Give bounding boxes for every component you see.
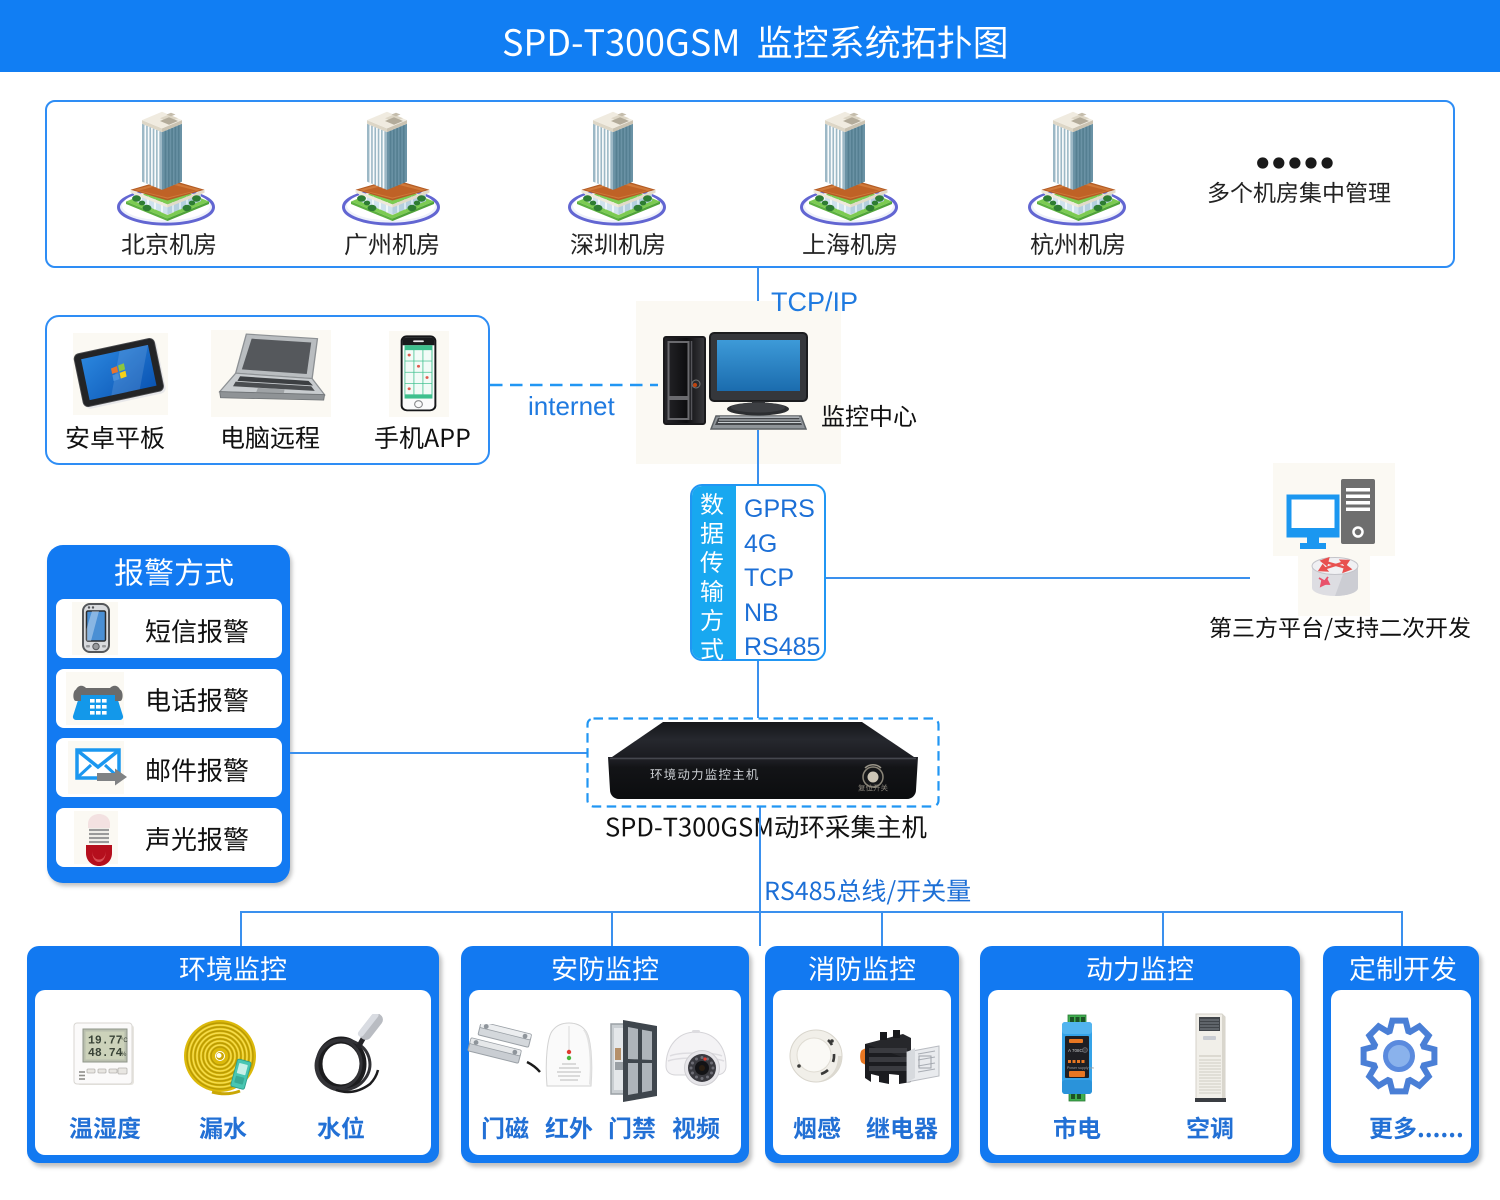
svg-text:48.74: 48.74	[88, 1047, 123, 1060]
svg-text:19.77: 19.77	[88, 1035, 123, 1048]
svg-text:A 708C: A 708C	[1068, 1048, 1084, 1053]
svg-text:°C: °C	[121, 1038, 128, 1044]
svg-text:%: %	[121, 1052, 127, 1058]
svg-text:Power supply sensor: Power supply sensor	[1067, 1066, 1094, 1070]
